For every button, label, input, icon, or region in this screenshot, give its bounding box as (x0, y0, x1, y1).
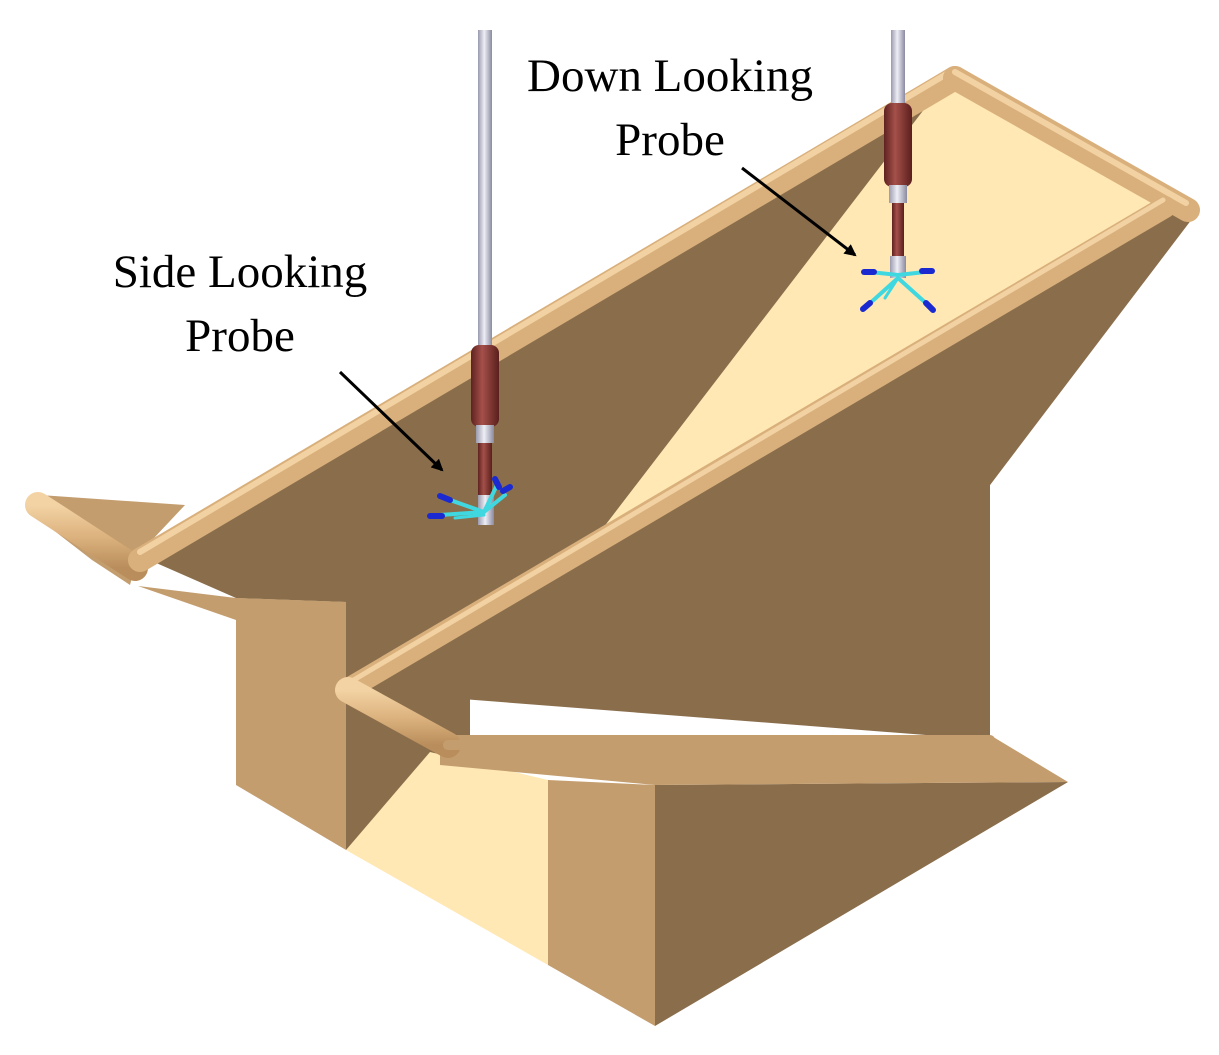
channel-front-wall (360, 205, 1195, 740)
side-looking-probe (427, 30, 513, 525)
down-probe-collar (889, 185, 907, 203)
lower-short-rail (335, 677, 461, 758)
stand-left-face (236, 598, 346, 850)
side-probe-collar (476, 425, 494, 443)
down-probe-tip (890, 256, 906, 278)
down-probe-sensor-arms (860, 268, 936, 313)
down-label-line1: Down Looking (527, 50, 813, 102)
front-top-rail (339, 196, 1176, 699)
stand-bottom-floor (346, 752, 548, 965)
down-probe-arrow (741, 166, 857, 257)
side-probe-body (471, 345, 499, 427)
down-looking-probe-label: Down Looking Probe (488, 44, 852, 172)
left-wing-under (130, 585, 346, 640)
side-label-line1: Side Looking (112, 246, 368, 298)
down-label-line2: Probe (615, 114, 725, 166)
side-looking-probe-label: Side Looking Probe (60, 240, 420, 368)
stand-right-face (655, 782, 1068, 1026)
down-probe-rod (891, 30, 905, 110)
down-looking-probe (860, 30, 936, 313)
back-top-rail (128, 66, 967, 572)
side-label-line2: Probe (185, 310, 295, 362)
channel-floor (600, 82, 1160, 532)
stand-front-face (548, 780, 655, 1026)
down-probe-lower-body (892, 203, 904, 258)
lower-edge-rail (443, 735, 995, 750)
right-end-rail (943, 66, 1200, 222)
left-wing-rail (25, 492, 148, 581)
side-probe-rod (478, 30, 492, 348)
rails (25, 66, 1200, 758)
side-probe-lower-body (478, 443, 492, 495)
side-probe-arrow (338, 370, 444, 472)
down-probe-body (884, 103, 912, 187)
side-probe-sensor-arms (427, 476, 513, 520)
